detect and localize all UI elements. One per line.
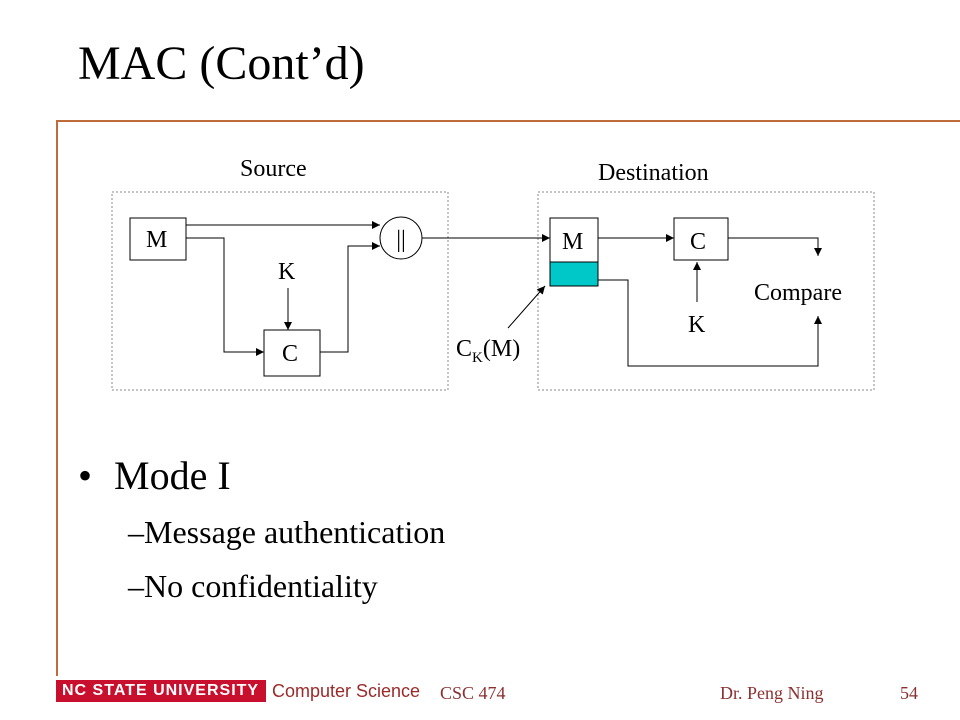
ck-label-main: C xyxy=(456,336,472,362)
slide-title: MAC (Cont’d) xyxy=(78,37,365,90)
computed-mac-to-compare-arrow xyxy=(728,237,822,256)
ck-label: CK(M) xyxy=(456,336,520,366)
sub-bullet-dash: – xyxy=(128,568,144,604)
ck-pointer-arrow xyxy=(507,285,546,329)
mac-to-concat-arrow xyxy=(320,242,380,353)
title-divider xyxy=(56,120,960,122)
bullet-mode-text: Mode I xyxy=(114,453,231,498)
source-label: Source xyxy=(240,156,307,182)
university-logo: NC STATE UNIVERSITY xyxy=(56,680,266,702)
ck-label-arg: (M) xyxy=(483,336,520,362)
dest-message-label: M xyxy=(562,229,583,255)
dest-mac-label: C xyxy=(690,229,706,255)
received-mac-to-compare-arrow xyxy=(598,279,822,367)
concat-symbol: || xyxy=(396,227,406,253)
sub-bullet-confidentiality: –No confidentiality xyxy=(128,566,378,606)
sub-bullet-authentication-text: Message authentication xyxy=(144,514,446,550)
sub-bullet-authentication: –Message authentication xyxy=(128,512,445,552)
bullet-dot: • xyxy=(78,453,93,498)
source-message-box xyxy=(129,217,187,261)
bullet-mode: • Mode I xyxy=(78,452,231,500)
ck-label-sub: K xyxy=(472,350,483,366)
source-key-label: K xyxy=(278,259,296,285)
page-number: 54 xyxy=(900,683,918,703)
department-label: Computer Science xyxy=(272,681,421,701)
left-margin-rule xyxy=(56,120,58,676)
dest-mac-tag xyxy=(549,261,599,287)
author-label: Dr. Peng Ning xyxy=(720,683,824,703)
message-to-mac-arrow xyxy=(186,237,264,356)
source-mac-box xyxy=(263,329,321,377)
sub-bullet-confidentiality-text: No confidentiality xyxy=(144,568,378,604)
dest-key-label: K xyxy=(688,312,706,338)
source-message-label: M xyxy=(146,227,167,253)
source-panel xyxy=(111,191,449,391)
compare-label: Compare xyxy=(754,280,842,306)
dest-mac-box xyxy=(673,217,729,261)
source-mac-label: C xyxy=(282,341,298,367)
destination-label: Destination xyxy=(598,160,709,186)
sub-bullet-dash: – xyxy=(128,514,144,550)
course-label: CSC 474 xyxy=(440,683,506,703)
